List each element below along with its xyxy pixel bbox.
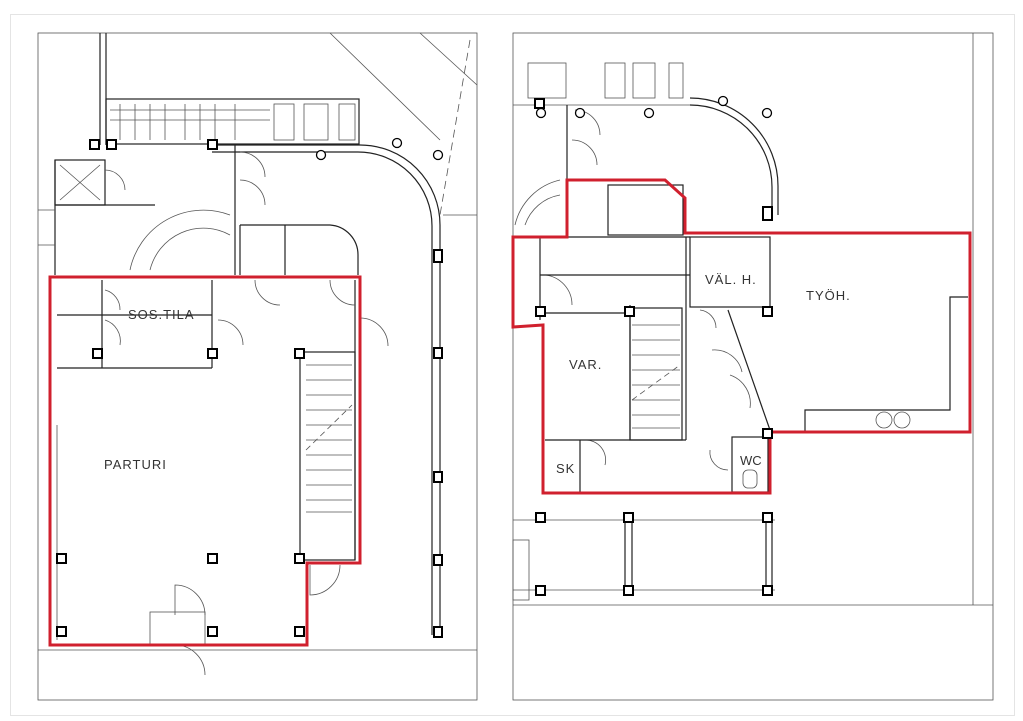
- column-markers: [56, 137, 444, 638]
- floor-plan-figure: [10, 14, 1015, 716]
- right-highlight-outline: [511, 178, 972, 495]
- room-label-var: VAR.: [569, 357, 602, 372]
- room-label-val-h: VÄL. H.: [705, 272, 757, 287]
- left-highlight-outline: [48, 275, 362, 647]
- room-label-parturi: PARTURI: [104, 457, 167, 472]
- room-label-sk: SK: [556, 461, 575, 476]
- room-label-tyoh: TYÖH.: [806, 288, 851, 303]
- left-floor-plan: SOS.TILA PARTURI: [37, 32, 478, 701]
- right-floor-plan: VÄL. H. TYÖH. VAR. SK WC: [511, 32, 994, 701]
- column-markers: [534, 95, 773, 596]
- room-label-wc: WC: [740, 453, 762, 468]
- room-label-sos-tila: SOS.TILA: [128, 307, 195, 322]
